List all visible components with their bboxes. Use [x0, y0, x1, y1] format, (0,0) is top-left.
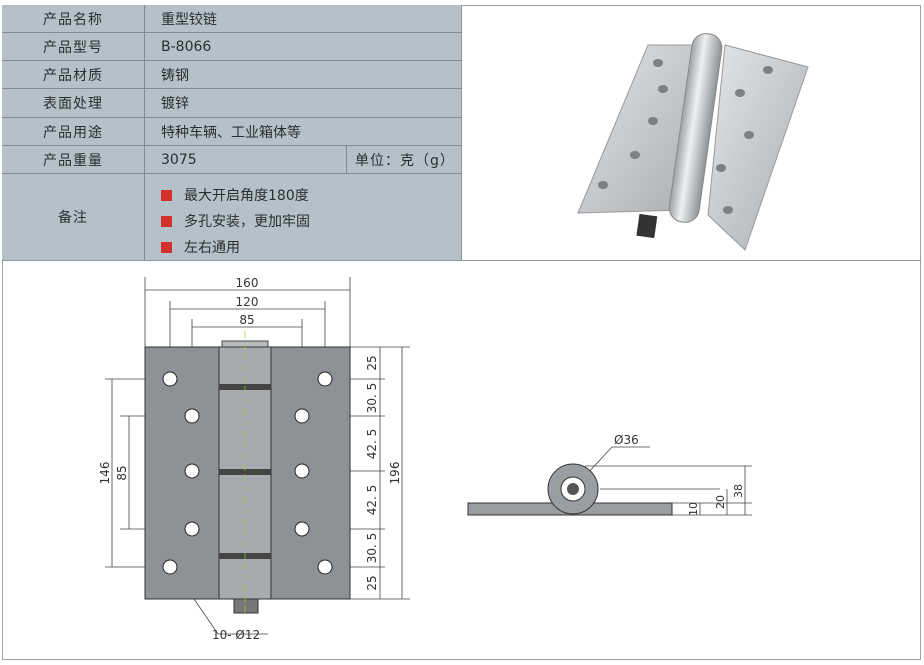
- row-value: 特种车辆、工业箱体等: [161, 124, 301, 141]
- spec-row-usage: 产品用途特种车辆、工业箱体等: [2, 118, 462, 146]
- note-text: 最大开启角度180度: [184, 188, 309, 204]
- row-label: 表面处理: [2, 89, 145, 117]
- side-view: Ø36 10 20 38: [467, 433, 752, 516]
- dim-t3: 38: [732, 484, 745, 498]
- dim-v3: 42. 5: [365, 429, 379, 460]
- dim-vspan-outer: 146: [98, 462, 112, 485]
- technical-drawing: 160 120 85 146 85 196 25 30. 5 42. 5 42.…: [2, 260, 921, 660]
- bullet-square-icon: [161, 189, 172, 201]
- dim-t1: 10: [687, 502, 700, 516]
- dim-height: 196: [388, 462, 402, 485]
- hole-spec: 10- Ø12: [212, 628, 260, 642]
- row-label: 产品用途: [2, 118, 145, 145]
- row-value: 镀锌: [161, 96, 189, 112]
- bullet-square-icon: [161, 215, 172, 227]
- row-label: 备注: [2, 174, 145, 260]
- row-value: B-8066: [161, 38, 212, 55]
- dim-hole-span-inner: 85: [239, 313, 254, 327]
- note-item: 最大开启角度180度: [161, 182, 310, 208]
- dim-diameter: Ø36: [614, 433, 639, 447]
- dim-hole-span-outer: 120: [236, 295, 259, 309]
- hinge-photo-illustration: [577, 33, 809, 251]
- row-value: 3075: [161, 151, 197, 168]
- spec-row-notes: 备注 最大开启角度180度 多孔安装，更加牢固 左右通用: [2, 174, 462, 260]
- note-text: 多孔安装，更加牢固: [184, 214, 310, 230]
- note-text: 左右通用: [184, 240, 240, 256]
- row-label: 产品材质: [2, 61, 145, 88]
- dim-v6: 25: [365, 575, 379, 590]
- note-item: 左右通用: [161, 234, 310, 260]
- row-value: 重型铰链: [161, 11, 217, 28]
- product-photo: [463, 5, 921, 260]
- spec-table: 产品名称重型铰链 产品型号 B-8066 产品材质铸钢 表面处理镀锌 产品用途特种…: [2, 5, 462, 260]
- row-label: 产品名称: [2, 5, 145, 32]
- dim-v2: 30. 5: [365, 383, 379, 414]
- row-label: 产品型号: [2, 33, 145, 60]
- dim-v5: 30. 5: [365, 533, 379, 564]
- spec-row-model: 产品型号 B-8066: [2, 33, 462, 61]
- dim-v1: 25: [365, 355, 379, 370]
- dim-v4: 42. 5: [365, 485, 379, 516]
- drawing-svg: 160 120 85 146 85 196 25 30. 5 42. 5 42.…: [98, 276, 752, 642]
- mounting-holes: [162, 371, 333, 575]
- notes-list: 最大开启角度180度 多孔安装，更加牢固 左右通用: [161, 182, 310, 260]
- spec-row-material: 产品材质铸钢: [2, 61, 462, 89]
- weight-unit: 单位：克（g）: [346, 146, 462, 173]
- dim-vspan-inner: 85: [115, 465, 129, 480]
- spec-row-weight: 产品重量 3075 单位：克（g）: [2, 146, 462, 174]
- spec-row-finish: 表面处理镀锌: [2, 89, 462, 118]
- note-item: 多孔安装，更加牢固: [161, 208, 310, 234]
- dim-t2: 20: [714, 495, 727, 509]
- bullet-square-icon: [161, 241, 172, 253]
- dim-width: 160: [236, 276, 259, 290]
- spec-row-name: 产品名称重型铰链: [2, 5, 462, 33]
- row-value: 铸钢: [161, 67, 189, 84]
- row-label: 产品重量: [2, 146, 145, 173]
